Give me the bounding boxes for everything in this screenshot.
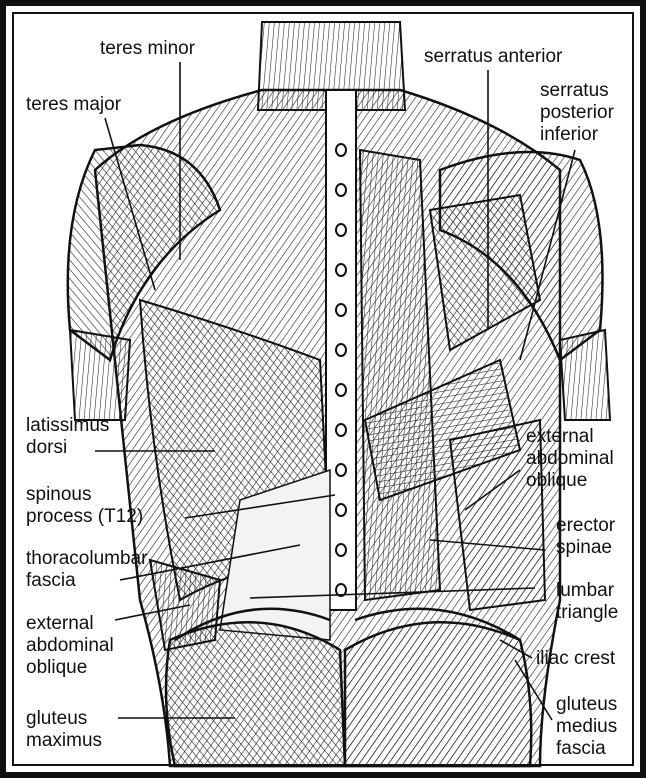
label-erector-spinae: erector spinae: [556, 515, 615, 559]
label-spinous-process: spinous process (T12): [26, 484, 143, 528]
label-latissimus-dorsi: latissimus dorsi: [26, 415, 109, 459]
label-thoracolumbar-fascia: thoracolumbar fascia: [26, 548, 147, 592]
right-arm: [560, 330, 610, 420]
label-serratus-anterior: serratus anterior: [424, 46, 562, 68]
label-teres-major: teres major: [26, 94, 121, 116]
left-arm: [70, 330, 130, 420]
gluteus-maximus-right: [345, 622, 531, 766]
label-teres-minor: teres minor: [100, 38, 195, 60]
label-external-abdominal-oblique-left: external abdominal oblique: [26, 613, 114, 679]
gluteus-maximus-left: [166, 622, 345, 766]
label-gluteus-medius-fascia: gluteus medius fascia: [556, 694, 617, 760]
label-gluteus-maximus: gluteus maximus: [26, 708, 102, 752]
label-iliac-crest: iliac crest: [536, 648, 615, 670]
label-lumbar-triangle: lumbar triangle: [556, 580, 618, 624]
label-external-abdominal-oblique-right: external abdominal oblique: [526, 426, 614, 492]
label-serratus-posterior-inferior: serratus posterior inferior: [540, 80, 614, 146]
